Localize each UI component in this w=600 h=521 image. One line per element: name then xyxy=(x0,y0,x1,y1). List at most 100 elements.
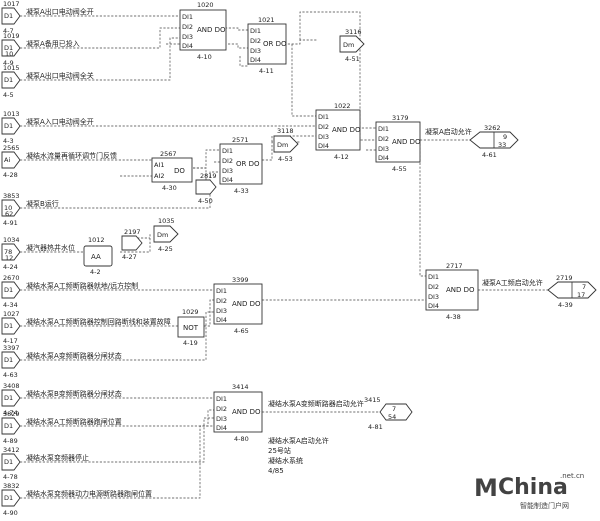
input-symbol: 78 xyxy=(4,248,12,256)
input-ref: 4-89 xyxy=(3,437,18,445)
relay-number: 2819 xyxy=(200,172,217,180)
input-sub: 12 xyxy=(5,254,13,262)
input-ref: 4-24 xyxy=(3,263,18,271)
block-3179: 3179 DI1 DI2 DI3 DI4 AND DO 4-55 xyxy=(375,114,421,173)
note-line: 4/85 xyxy=(268,467,284,475)
note-line: 凝结水泵A启动允许 xyxy=(268,436,329,445)
watermark-m-icon: M xyxy=(474,474,498,502)
watermark-logo: M China .net.cn 智能制造门户网 xyxy=(474,472,584,510)
block-number: 3414 xyxy=(232,383,249,391)
block-2567: 2567 AI1 AI2 DO 4-30 xyxy=(151,150,193,192)
input-symbol: D1 xyxy=(4,44,13,52)
input-symbol: D1 xyxy=(4,122,13,130)
block-pin: DI1 xyxy=(250,27,261,35)
input-symbol: D1 xyxy=(4,422,13,430)
input-label: 凝泵A入口电动阀全开 xyxy=(26,117,94,126)
relay-ref: 4-25 xyxy=(158,245,173,253)
output-page: 7 xyxy=(392,405,396,413)
input-number: 3397 xyxy=(3,344,20,352)
input-ref: 4-17 xyxy=(3,337,18,345)
input-number: 3829 xyxy=(3,410,20,418)
block-pin: DI2 xyxy=(250,37,261,45)
relay-symbol: Dm xyxy=(277,141,288,149)
block-1020: 1020 DI1 DI2 DI3 DI4 AND DO 4-10 xyxy=(179,1,227,61)
relay-3118: 3118 Dm 4-53 xyxy=(273,127,299,163)
input-number: 2565 xyxy=(3,144,20,152)
block-ref: 4-19 xyxy=(183,339,198,347)
block-function: AND DO xyxy=(332,126,361,134)
block-number: 2717 xyxy=(446,262,463,270)
block-number: 2571 xyxy=(232,136,249,144)
block-pin: AI1 xyxy=(154,161,165,169)
output-cell: 33 xyxy=(498,141,506,149)
block-function: OR DO xyxy=(263,40,287,48)
input-label: 凝结水泵A工频断路器就地/远方控制 xyxy=(26,281,138,290)
note-line: 凝结水系统 xyxy=(268,456,303,465)
relay-ref: 4-53 xyxy=(278,155,293,163)
output-2719: 凝泵A工频启动允许 2719 7 17 4-39 xyxy=(482,274,597,309)
output-cell: 54 xyxy=(388,413,396,421)
relay-number: 3116 xyxy=(345,28,362,36)
block-pin: DI1 xyxy=(216,287,227,295)
block-1021: 1021 DI1 DI2 DI3 DI4 OR DO 4-11 xyxy=(247,16,287,75)
block-ref: 4-10 xyxy=(197,53,212,61)
input-ref: 4-78 xyxy=(3,473,18,481)
input-number: 1019 xyxy=(3,32,20,40)
input-label: 凝泵A备用已投入 xyxy=(26,39,80,48)
block-number: 1012 xyxy=(88,236,105,244)
relay-2819: 2819 4-50 xyxy=(195,172,217,205)
input-symbol: 10 xyxy=(4,204,12,212)
block-pin: DI1 xyxy=(318,113,329,121)
relay-1035: 1035 Dm 4-25 xyxy=(153,217,179,253)
input-label: 凝结水泵A工频断路器控制回路断线和装置故障 xyxy=(26,317,171,326)
block-3414: 3414 DI1 DI2 DI3 DI4 AND DO 4-80 xyxy=(213,383,263,443)
input-ref: 4-9 xyxy=(3,59,14,67)
input-label: 凝结水泵变频器动力电源断路器跑闸位置 xyxy=(26,489,152,498)
input-number: 1017 xyxy=(3,0,20,8)
input-symbol: D1 xyxy=(4,322,13,330)
output-label: 凝泵A工频启动允许 xyxy=(482,278,543,287)
block-1012: 1012 AA 4-2 xyxy=(83,236,113,276)
block-pin: DI3 xyxy=(222,167,233,175)
block-pin: AI2 xyxy=(154,172,165,180)
input-number: 3832 xyxy=(3,482,20,490)
input-label: 凝泵B运行 xyxy=(26,199,59,208)
output-page: 7 xyxy=(582,283,586,291)
output-number: 3415 xyxy=(364,396,381,404)
block-pin: DI2 xyxy=(222,157,233,165)
input-sub: 62 xyxy=(5,210,13,218)
block-3399: 3399 DI1 DI2 DI3 DI4 AND DO 4-65 xyxy=(213,276,263,335)
input-symbol: D1 xyxy=(4,494,13,502)
block-function: OR DO xyxy=(236,160,260,168)
block-ref: 4-65 xyxy=(234,327,249,335)
block-pin: DI4 xyxy=(250,56,261,64)
block-pin: DI4 xyxy=(216,316,227,324)
block-number: 1020 xyxy=(197,1,214,9)
output-label: 凝结水泵A变频断路器启动允许 xyxy=(268,399,364,408)
block-number: 3399 xyxy=(232,276,249,284)
input-symbol: D1 xyxy=(4,76,13,84)
note-line: 25号站 xyxy=(268,446,291,455)
watermark-brand: China xyxy=(498,475,568,500)
input-ref: 4-34 xyxy=(3,301,18,309)
block-2571: 2571 DI1 DI2 DI3 DI4 OR DO 4-33 xyxy=(219,136,263,195)
input-label: 凝结水泵B变频断路器分闸状态 xyxy=(26,389,122,398)
block-ref: 4-80 xyxy=(234,435,249,443)
input-ref: 4-90 xyxy=(3,509,18,517)
block-1022: 1022 DI1 DI2 DI3 DI4 AND DO 4-12 xyxy=(315,102,361,161)
block-1029: 1029 NOT 4-19 xyxy=(177,308,205,347)
input-symbol: Ai xyxy=(4,156,10,164)
output-3415: 凝结水泵A变频断路器启动允许 3415 7 54 4-81 xyxy=(268,396,413,431)
block-pin: DI4 xyxy=(182,42,193,50)
input-ref: 4-74 xyxy=(3,409,18,417)
block-pin: DI3 xyxy=(216,415,227,423)
output-ref: 4-81 xyxy=(368,423,383,431)
output-number: 2719 xyxy=(556,274,573,282)
input-number: 1034 xyxy=(3,236,20,244)
